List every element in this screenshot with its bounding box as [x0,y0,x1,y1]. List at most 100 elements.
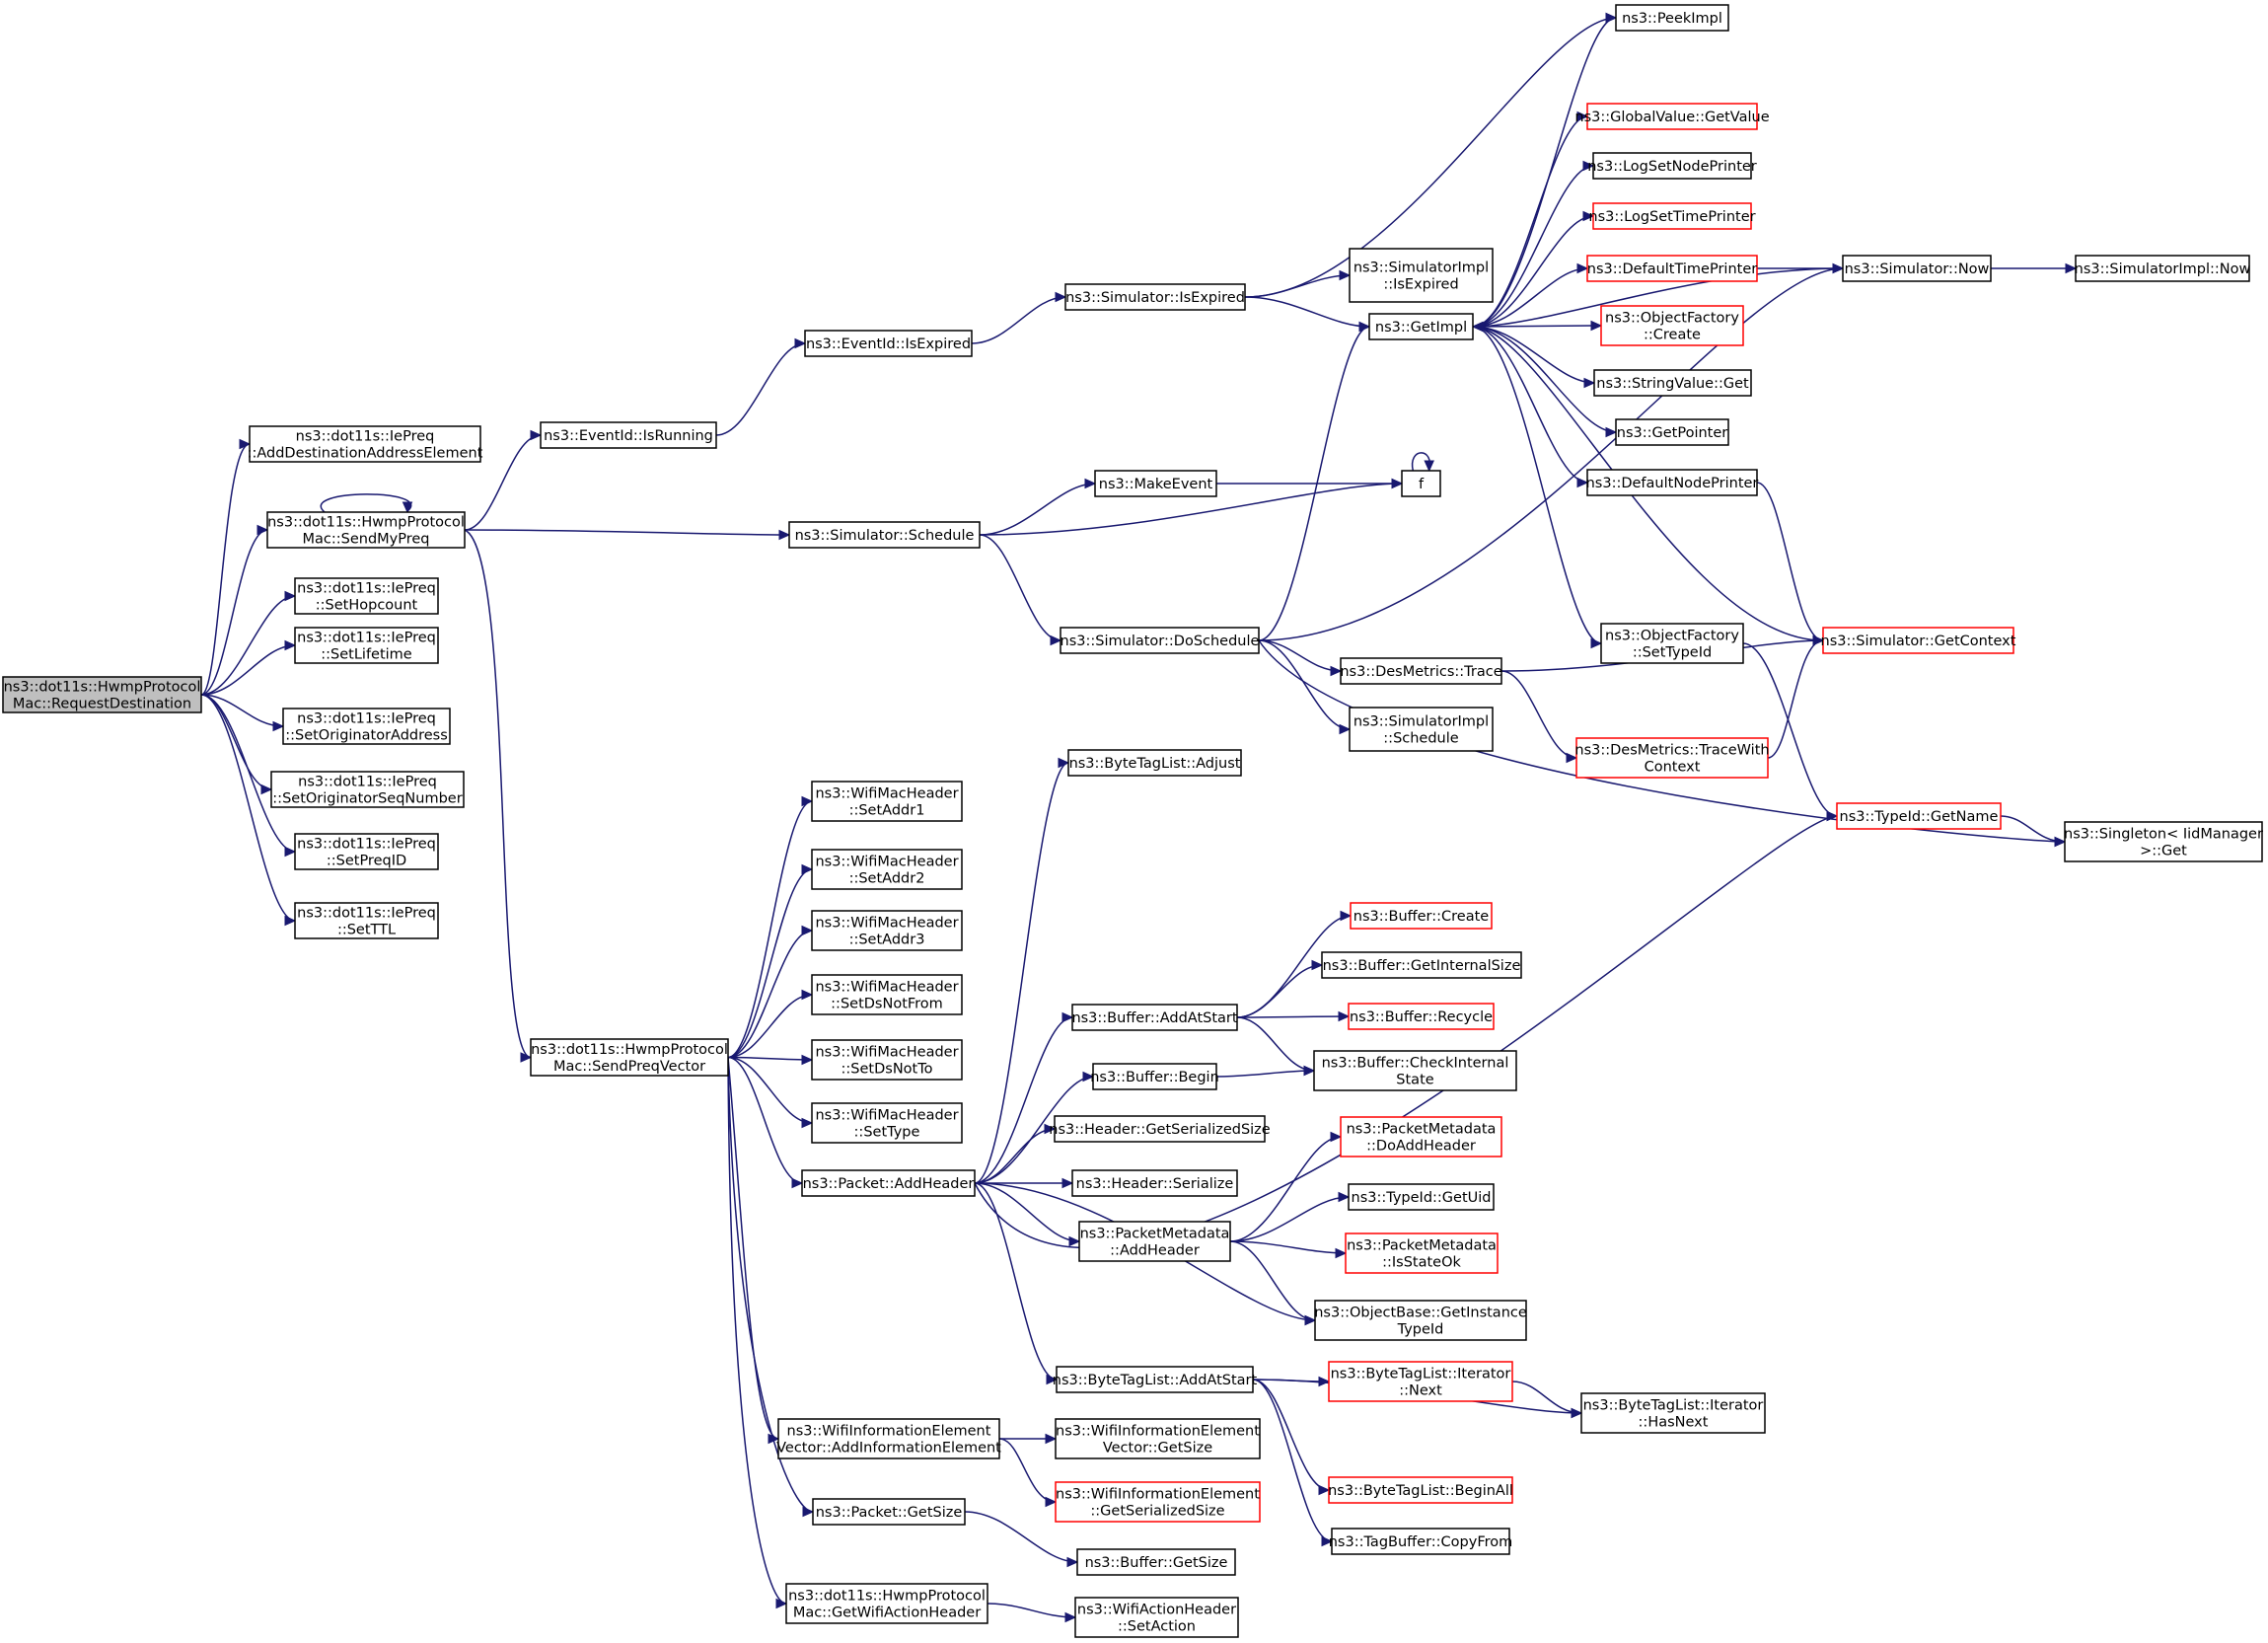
node-label: ::SetTTL [337,923,396,938]
node-setType[interactable]: ns3::WifiMacHeader::SetType [811,1102,963,1144]
node-evRunning[interactable]: ns3::EventId::IsRunning [540,421,717,449]
node-peekImpl[interactable]: ns3::PeekImpl [1615,4,1729,32]
node-setLife[interactable]: ns3::dot11s::IePreq::SetLifetime [294,627,439,664]
edge-line [200,694,296,922]
node-bufInternal[interactable]: ns3::Buffer::GetInternalSize [1321,951,1522,979]
node-box [530,1038,729,1077]
edge-root-to-setOrigSeq [200,694,273,795]
node-addHeader[interactable]: ns3::Packet::AddHeader [801,1169,976,1197]
node-box [294,627,439,664]
node-bufBegin[interactable]: ns3::Buffer::Begin [1090,1063,1219,1090]
node-bufAddAtStart[interactable]: ns3::Buffer::AddAtStart [1071,1004,1238,1031]
edge-arrow [1605,12,1618,24]
edge-addHeader-to-btlAddAtStart [974,1182,1059,1385]
node-addr3[interactable]: ns3::WifiMacHeader::SetAddr3 [811,910,963,951]
edge-sendPreqVec-to-getWifiAction [727,1057,788,1609]
node-wieSerSize[interactable]: ns3::WifiInformationElement::GetSerializ… [1055,1481,1261,1523]
node-desTrace[interactable]: ns3::DesMetrics::Trace [1340,657,1502,685]
edge-line [1229,1136,1342,1242]
node-ofSetType[interactable]: ns3::ObjectFactory::SetTypeId [1600,623,1744,664]
node-simExpired[interactable]: ns3::Simulator::IsExpired [1064,283,1246,311]
node-pmDoAdd[interactable]: ns3::PacketMetadata::DoAddHeader [1340,1116,1502,1158]
node-getWifiAction[interactable]: ns3::dot11s::HwmpProtocolMac::GetWifiAct… [785,1583,988,1624]
node-setHop[interactable]: ns3::dot11s::IePreq::SetHopcount [294,577,439,615]
node-gvGet[interactable]: ns3::GlobalValue::GetValue [1574,103,1770,130]
node-wieGetSize[interactable]: ns3::WifiInformationElementVector::GetSi… [1055,1418,1261,1459]
node-btlAdjust[interactable]: ns3::ByteTagList::Adjust [1067,749,1242,777]
edge-arrow [1358,321,1371,333]
edge-arrow [801,989,814,1001]
node-makeEvent[interactable]: ns3::MakeEvent [1094,470,1217,497]
node-btlAddAtStart[interactable]: ns3::ByteTagList::AddAtStart [1053,1366,1258,1393]
node-addr2[interactable]: ns3::WifiMacHeader::SetAddr2 [811,849,963,890]
node-hdrSize[interactable]: ns3::Header::GetSerializedSize [1049,1115,1271,1143]
node-box [2075,255,2250,282]
node-getImpl[interactable]: ns3::GetImpl [1368,313,1474,340]
node-logTime[interactable]: ns3::LogSetTimePrinter [1588,202,1756,230]
node-pktGetSize[interactable]: ns3::Packet::GetSize [812,1498,966,1526]
node-box [811,1039,963,1081]
node-tagCopy[interactable]: ns3::TagBuffer::CopyFrom [1329,1528,1513,1555]
edge-sendPreqVec-to-dsNotFrom [727,989,814,1059]
node-actSet[interactable]: ns3::WifiActionHeader::SetAction [1074,1597,1239,1638]
node-pmIsStateOk[interactable]: ns3::PacketMetadata::IsStateOk [1345,1232,1499,1274]
node-implNow[interactable]: ns3::SimulatorImpl::Now [2075,255,2251,282]
node-doSchedule[interactable]: ns3::Simulator::DoSchedule [1060,627,1260,654]
node-simImplExpired[interactable]: ns3::SimulatorImpl::IsExpired [1349,248,1494,303]
node-btlBeginAll[interactable]: ns3::ByteTagList::BeginAll [1328,1476,1513,1504]
edge-arrow [1084,478,1097,489]
node-dsNotTo[interactable]: ns3::WifiMacHeader::SetDsNotTo [811,1039,963,1081]
node-ofCreate[interactable]: ns3::ObjectFactory::Create [1600,305,1744,346]
edge-line [1472,215,1594,328]
node-bufCreate[interactable]: ns3::Buffer::Create [1350,902,1493,930]
edge-line [987,1603,1076,1618]
node-simNow[interactable]: ns3::Simulator::Now [1842,255,1992,282]
node-root[interactable]: ns3::dot11s::HwmpProtocolMac::RequestDes… [2,676,202,713]
edge-arrow [1045,1496,1058,1508]
node-sendPreqVec[interactable]: ns3::dot11s::HwmpProtocolMac::SendPreqVe… [530,1038,729,1077]
node-getPointer[interactable]: ns3::GetPointer [1615,418,1729,446]
node-dsNotFrom[interactable]: ns3::WifiMacHeader::SetDsNotFrom [811,974,963,1015]
node-simImplSchedule[interactable]: ns3::SimulatorImpl::Schedule [1349,707,1494,752]
node-setPreqId[interactable]: ns3::dot11s::IePreq::SetPreqID [294,833,439,870]
node-btlIterHasNext[interactable]: ns3::ByteTagList::Iterator::HasNext [1580,1392,1766,1434]
edge-line [200,595,296,696]
node-strGet[interactable]: ns3::StringValue::Get [1593,369,1752,397]
node-evExpired[interactable]: ns3::EventId::IsExpired [804,330,973,357]
node-f[interactable]: f [1401,470,1441,497]
node-bufGetSize[interactable]: ns3::Buffer::GetSize [1076,1548,1236,1576]
edge-arrow [1339,269,1352,281]
node-btlIterNext[interactable]: ns3::ByteTagList::Iterator::Next [1328,1361,1513,1402]
node-defTime[interactable]: ns3::DefaultTimePrinter [1586,255,1758,282]
node-box [1615,4,1729,32]
node-simSchedule[interactable]: ns3::Simulator::Schedule [788,521,981,549]
node-logNode[interactable]: ns3::LogSetNodePrinter [1587,152,1757,180]
node-pmAddHeader[interactable]: ns3::PacketMetadata::AddHeader [1078,1221,1231,1262]
node-box [1592,152,1752,180]
edge-defNode-to-getContext [1756,482,1825,646]
node-setOrigAddr[interactable]: ns3::dot11s::IePreq::SetOriginatorAddres… [282,708,451,745]
edge-sendPreqVec-to-pktGetSize [727,1057,815,1518]
node-addDest[interactable]: ns3::dot11s::IePreq::AddDestinationAddre… [248,425,483,463]
node-wieAdd[interactable]: ns3::WifiInformationElementVector::AddIn… [776,1418,1001,1459]
node-label: ns3::WifiMacHeader [815,1045,958,1061]
node-setTTL[interactable]: ns3::dot11s::IePreq::SetTTL [294,902,439,939]
node-typeGetUid[interactable]: ns3::TypeId::GetUid [1348,1183,1495,1211]
node-getContext[interactable]: ns3::Simulator::GetContext [1821,627,2016,654]
node-typeGetName[interactable]: ns3::TypeId::GetName [1836,802,2002,830]
node-bufRecycle[interactable]: ns3::Buffer::Recycle [1348,1003,1495,1030]
edge-bufAddAtStart-to-bufRecycle [1236,1010,1351,1022]
node-setOrigSeq[interactable]: ns3::dot11s::IePreq::SetOriginatorSeqNum… [270,771,465,808]
edge-line [1229,1240,1347,1254]
node-hdrSerialize[interactable]: ns3::Header::Serialize [1071,1169,1238,1197]
edge-arrow [1058,757,1070,769]
node-addr1[interactable]: ns3::WifiMacHeader::SetAddr1 [811,781,963,822]
node-defNode[interactable]: ns3::DefaultNodePrinter [1586,469,1759,496]
edge-line [1472,165,1594,328]
node-singleton[interactable]: ns3::Singleton< IidManager >::Get [2064,821,2263,862]
edge-arrow [284,846,297,858]
